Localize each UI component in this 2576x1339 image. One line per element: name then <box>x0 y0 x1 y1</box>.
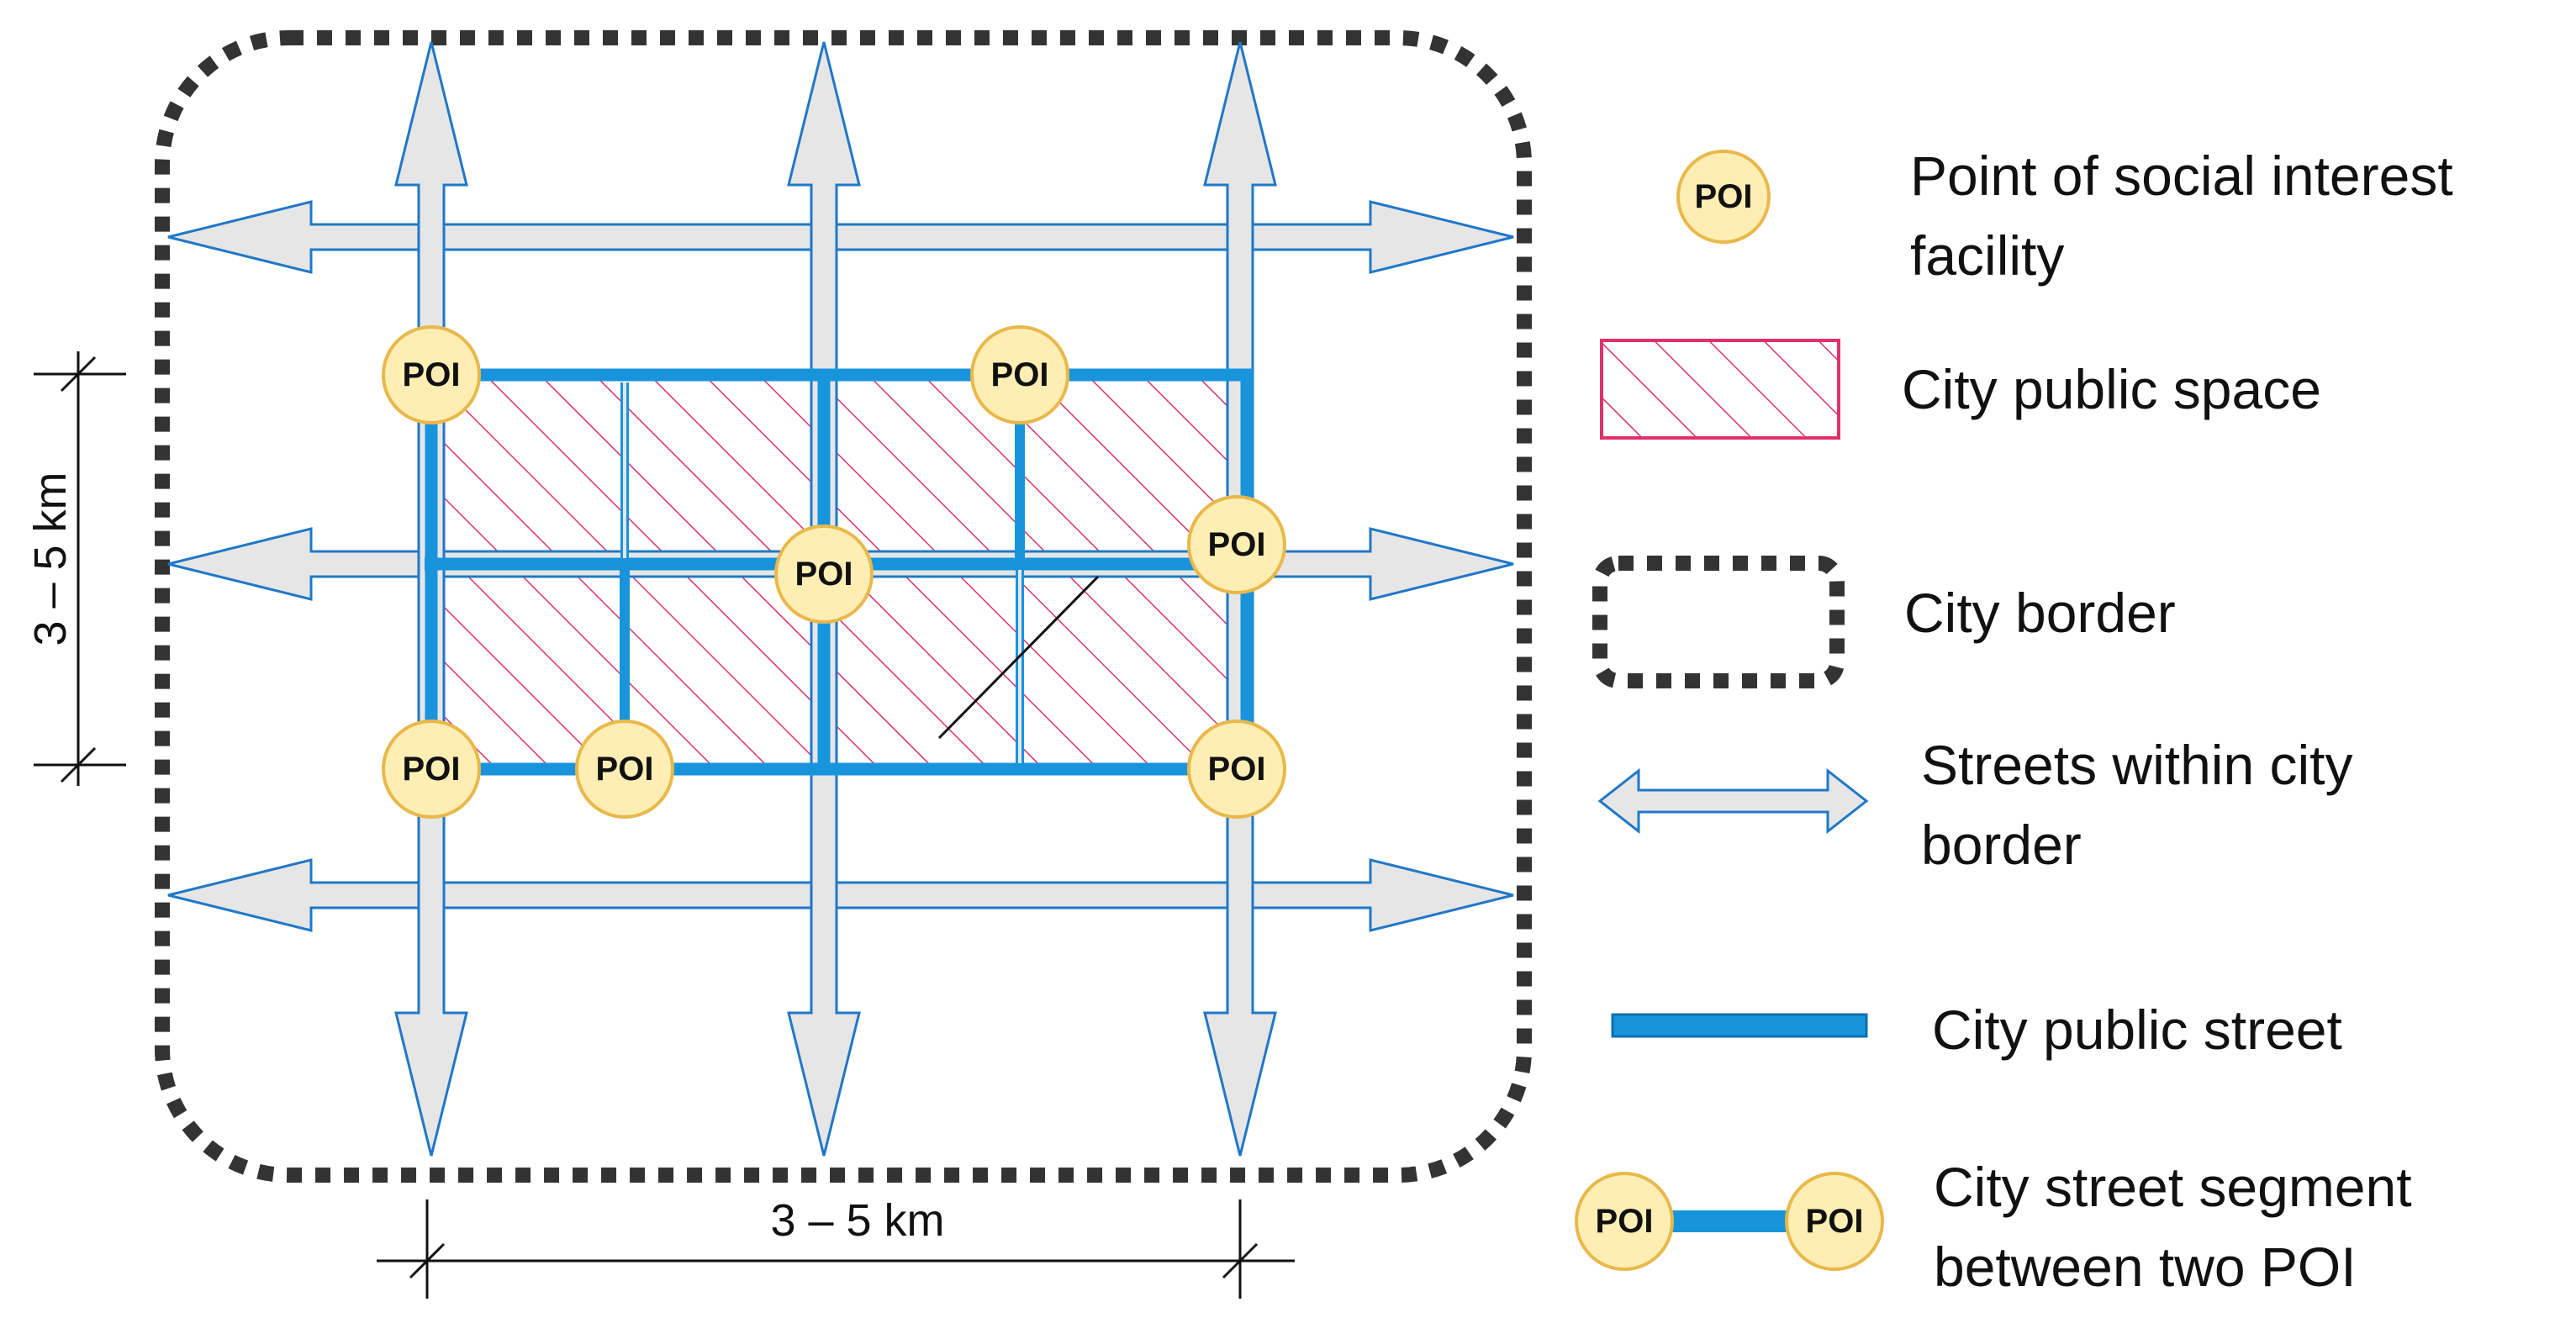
vertical-dimension-label: 3 – 5 km <box>25 472 76 646</box>
vertical-dimension <box>34 351 126 786</box>
legend-streets-line-1: Streets within city <box>1921 734 2353 796</box>
legend-public-space-label: City public space <box>1902 358 2321 420</box>
legend-border-label: City border <box>1904 582 2176 644</box>
city-border <box>155 30 1532 1183</box>
poi-label: POI <box>991 356 1049 393</box>
poi-label: POI <box>1208 526 1266 563</box>
svg-text:POI: POI <box>1806 1203 1864 1240</box>
poi-node-bottom-left: POI <box>382 720 481 819</box>
legend-segment-symbol: POI POI <box>1575 1172 1884 1271</box>
poi-circle <box>382 720 481 819</box>
svg-text:POI: POI <box>1695 178 1753 215</box>
poi-node-bottom-inner: POI <box>575 720 674 819</box>
legend-streets-line-2: border <box>1921 814 2082 876</box>
legend-streets-symbol <box>1597 767 1869 835</box>
legend-poi-line-1: Point of social interest <box>1910 145 2453 207</box>
poi-node-top-left: POI <box>382 325 481 424</box>
legend-poi-label: Point of social interest facility <box>1910 145 2468 287</box>
legend-poi-symbol: POI <box>1676 150 1771 244</box>
poi-label: POI <box>403 751 461 788</box>
legend-streets-label: Streets within city border <box>1921 734 2368 876</box>
horizontal-dimension <box>377 1199 1295 1299</box>
poi-label: POI <box>403 356 461 393</box>
street-arrow-vertical-right <box>1203 41 1277 1157</box>
legend-double-arrow <box>1597 767 1869 835</box>
legend-public-street-label: City public street <box>1932 999 2342 1061</box>
street-arrow-horizontal-top <box>167 200 1514 274</box>
legend-public-space-symbol <box>1600 339 1840 440</box>
legend-segment-label: City street segment between two POI <box>1934 1156 2427 1298</box>
poi-circle <box>970 325 1069 424</box>
legend-border-symbol <box>1592 556 1845 688</box>
svg-text:POI: POI <box>1596 1203 1654 1240</box>
poi-nodes: POI POI POI POI POI POI POI <box>382 325 1286 819</box>
poi-node-center: POI <box>774 525 874 624</box>
diagonal-path <box>937 575 1100 740</box>
poi-label: POI <box>795 556 853 593</box>
poi-circle <box>774 525 874 624</box>
poi-circle <box>1187 495 1286 594</box>
legend: POI Point of social interest facility Ci… <box>1575 145 2468 1298</box>
poi-node-middle-right: POI <box>1187 495 1286 594</box>
poi-circle <box>575 720 674 819</box>
legend-segment-line-1: City street segment <box>1934 1156 2412 1218</box>
legend-public-street-symbol <box>1611 1013 1868 1038</box>
poi-label: POI <box>596 751 654 788</box>
street-arrow-horizontal-bottom <box>167 858 1514 932</box>
poi-label: POI <box>1208 751 1266 788</box>
poi-circle <box>1187 720 1286 819</box>
legend-poi-line-2: facility <box>1910 224 2064 287</box>
horizontal-dimension-label: 3 – 5 km <box>770 1195 944 1246</box>
poi-node-bottom-right: POI <box>1187 720 1286 819</box>
poi-circle <box>382 325 481 424</box>
poi-node-top-right: POI <box>970 325 1069 424</box>
legend-segment-line-2: between two POI <box>1934 1236 2357 1298</box>
